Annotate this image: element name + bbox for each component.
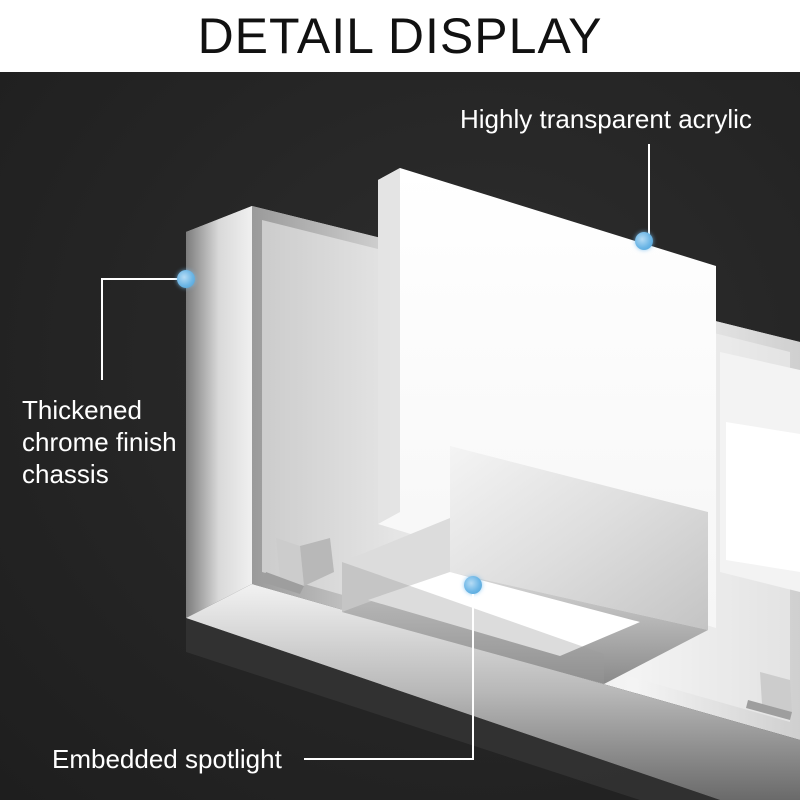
page-title: DETAIL DISPLAY — [197, 8, 603, 64]
callout-spotlight-line-v — [472, 594, 474, 760]
mount-bracket-right — [760, 672, 792, 712]
chassis-bottom — [186, 584, 800, 800]
callout-acrylic-label: Highly transparent acrylic — [460, 104, 752, 134]
vanity-light-illustration — [186, 168, 800, 800]
callout-chassis-line-3: chassis — [22, 459, 109, 489]
chassis-side — [186, 206, 252, 618]
callout-dot — [635, 232, 653, 250]
callout-spotlight-label: Embedded spotlight — [52, 744, 282, 774]
mount-bracket-left — [276, 538, 304, 586]
callout-spotlight-line-h — [304, 758, 474, 760]
spotlight-lens — [368, 572, 640, 656]
spotlight-side — [342, 518, 450, 612]
callout-dot — [177, 270, 195, 288]
callout-chassis-line-v — [101, 278, 103, 380]
callout-dot — [464, 576, 482, 594]
product-scene: Highly transparent acrylic Thickened chr… — [0, 72, 800, 800]
callout-chassis-line-1: Thickened — [22, 395, 142, 425]
spotlight-top — [450, 446, 708, 630]
callout-chassis-label: Thickened chrome finish chassis — [22, 394, 177, 490]
callout-acrylic-line — [648, 144, 650, 238]
callout-chassis-line-2: chrome finish — [22, 427, 177, 457]
header-bar: DETAIL DISPLAY — [0, 0, 800, 72]
callout-chassis-line-h — [101, 278, 185, 280]
